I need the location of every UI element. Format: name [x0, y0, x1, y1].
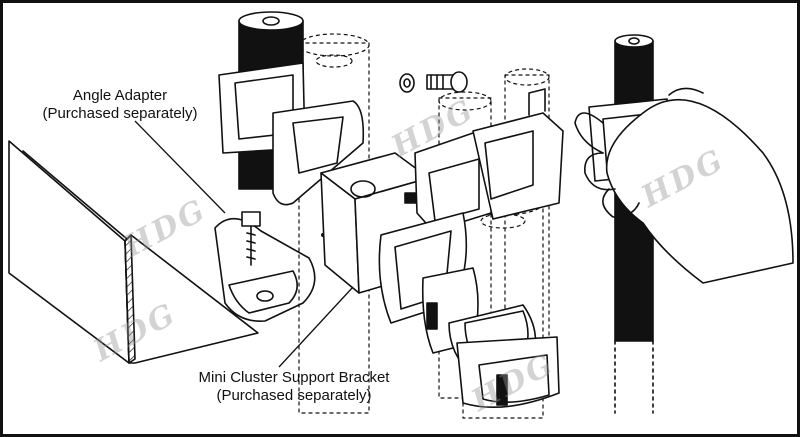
bracket-note: (Purchased separately) — [216, 387, 372, 404]
rear-clamp-stack — [414, 88, 564, 232]
exploded-assembly-illustration — [8, 11, 794, 419]
angle-adapter-leader — [134, 120, 226, 214]
bolt-and-washer — [399, 71, 468, 93]
bracket-callout: Mini Cluster Support Bracket (Purchased … — [175, 369, 413, 405]
angle-adapter-clamp — [214, 211, 316, 322]
left-clamp — [218, 62, 365, 206]
bracket-leader — [278, 286, 354, 368]
angle-iron — [8, 140, 259, 364]
leader-lines — [134, 120, 354, 368]
hand — [574, 87, 794, 284]
front-clamp-stack — [378, 212, 560, 409]
angle-adapter-note: (Purchased separately) — [42, 105, 198, 122]
angle-adapter-label: Angle Adapter — [72, 87, 168, 104]
angle-adapter-callout: Angle Adapter (Purchased separately) — [25, 87, 215, 123]
bracket-label: Mini Cluster Support Bracket — [198, 369, 390, 386]
